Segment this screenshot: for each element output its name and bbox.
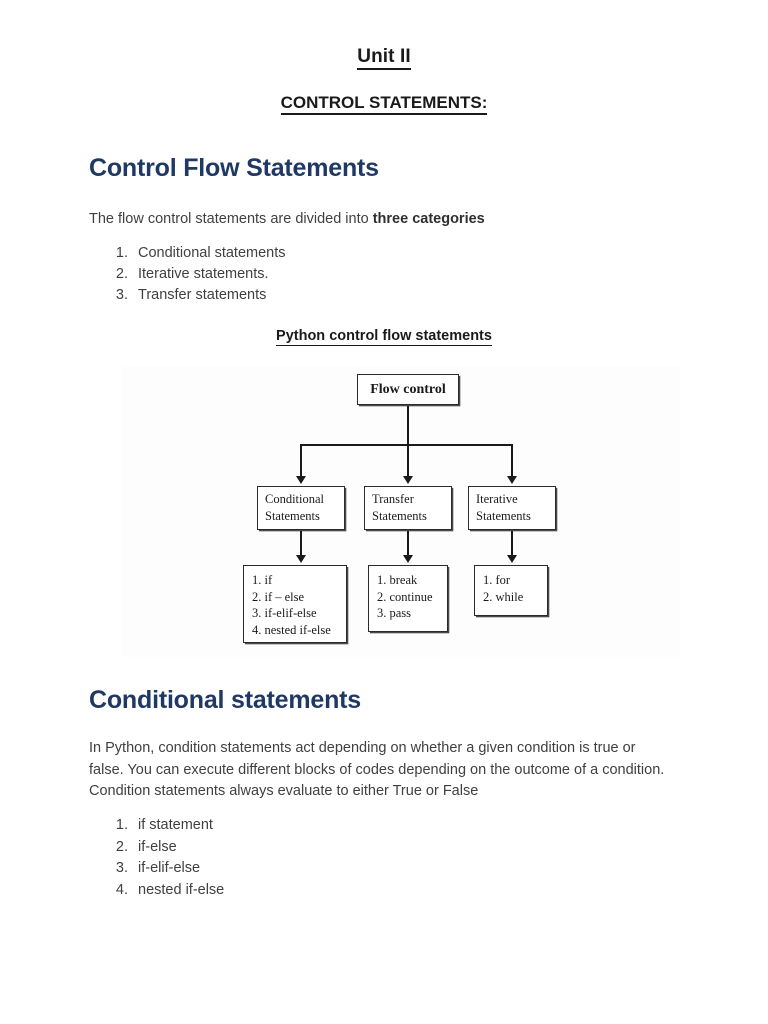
list-item: nested if-else [132, 880, 224, 902]
diagram-image-backdrop [122, 366, 680, 657]
list-item: Conditional statements [132, 243, 286, 264]
list-item: if statement [132, 815, 224, 837]
intro-text: The flow control statements are divided … [89, 211, 373, 227]
list-item: Iterative statements. [132, 264, 286, 285]
heading-conditional-statements: Conditional statements [89, 686, 362, 714]
diagram-caption: Python control flow statements [0, 328, 768, 346]
list-item: if-else [132, 837, 224, 859]
document-title: Unit II [0, 46, 768, 70]
document-subtitle: CONTROL STATEMENTS: [0, 93, 768, 115]
list-item: Transfer statements [132, 285, 286, 306]
category-list: Conditional statements Iterative stateme… [96, 243, 286, 306]
conditional-list: if statement if-else if-elif-else nested… [96, 815, 224, 901]
conditional-paragraph: In Python, condition statements act depe… [89, 740, 665, 799]
document-title-text: Unit II [357, 46, 411, 70]
intro-paragraph: The flow control statements are divided … [89, 209, 689, 229]
intro-emphasis: three categories [372, 211, 485, 227]
diagram-caption-text: Python control flow statements [276, 328, 492, 346]
heading-control-flow-statements: Control Flow Statements [89, 154, 379, 182]
list-item: if-elif-else [132, 858, 224, 880]
document-subtitle-text: CONTROL STATEMENTS: [280, 93, 488, 115]
